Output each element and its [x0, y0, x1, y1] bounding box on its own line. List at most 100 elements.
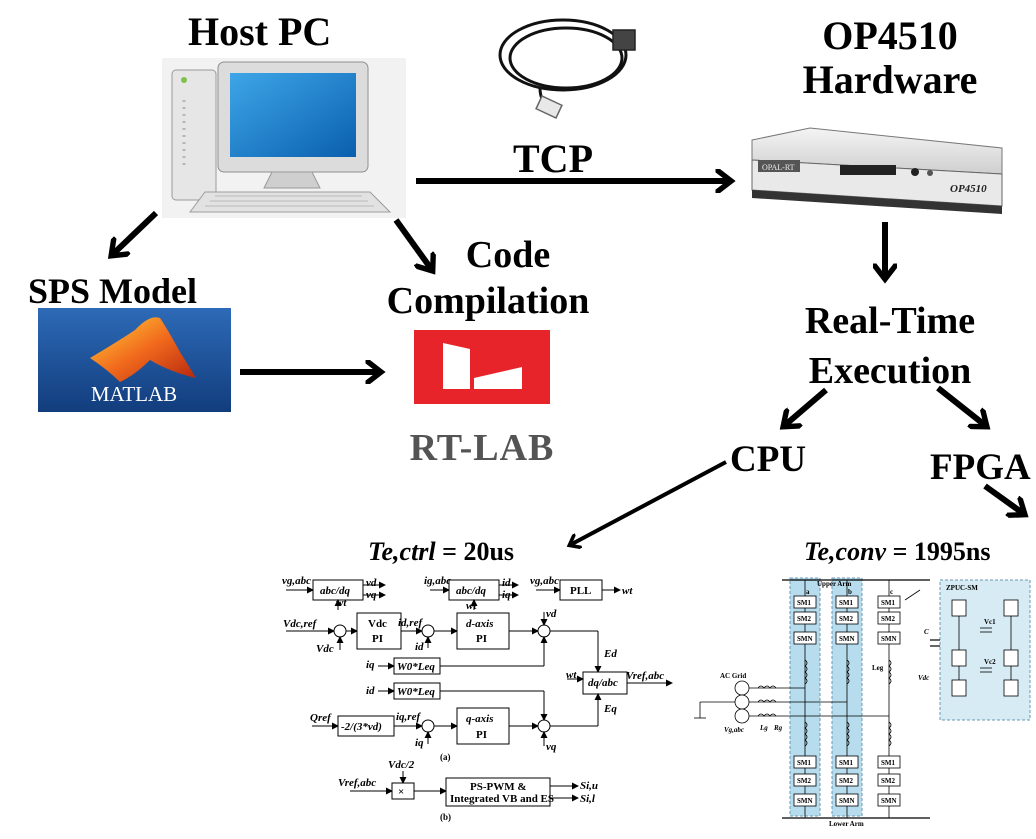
capacitor-label: C — [924, 628, 929, 636]
rt-title-line1: Real-Time — [804, 300, 976, 342]
lower-arm-label: Lower Arm — [829, 820, 864, 828]
conv-timestep-symbol: Te,conv — [804, 537, 887, 566]
vdc-label: Vdc — [918, 674, 929, 682]
host-pc-title: Host PC — [188, 9, 332, 54]
sm2-label: SM2 — [881, 615, 896, 623]
real-time-execution-title: Real-Time Execution — [780, 296, 1000, 396]
rt-lab-logo-text: RT-LAB — [410, 427, 555, 469]
ctrl-timestep-label: Te,ctrl = 20us — [368, 537, 514, 567]
id-ref-signal: id,ref — [398, 617, 423, 629]
rt-lab-logo: RT-LAB — [410, 330, 555, 469]
id-output: id — [502, 577, 511, 589]
iq-output: iq — [502, 589, 511, 601]
sm1-label: SM1 — [797, 599, 812, 607]
ed-signal: Ed — [603, 648, 617, 660]
id-coupling-input: id — [366, 685, 375, 697]
rt-title-line2: Execution — [808, 350, 972, 392]
arrow-pc-to-compilation — [393, 218, 432, 270]
matlab-logo-text: MATLAB — [91, 382, 177, 406]
phase-c-label: c — [890, 588, 893, 596]
sm1-label: SM1 — [839, 759, 854, 767]
ctrl-timestep-value: = 20us — [435, 537, 515, 566]
vdc-half-input: Vdc/2 — [388, 759, 415, 771]
si-u-output: Si,u — [580, 780, 598, 792]
host-pc-icon — [162, 58, 406, 218]
abc-dq-block-1: abc/dq — [320, 585, 350, 597]
flow-arrows — [112, 181, 1024, 514]
vdc-pi-label-2: PI — [372, 633, 383, 645]
op4510-model-text: OP4510 — [950, 183, 987, 195]
smn-label: SMN — [797, 635, 813, 643]
sps-model-title: SPS Model — [28, 271, 198, 311]
d-axis-pi-label-2: PI — [476, 633, 487, 645]
smn-label: SMN — [881, 635, 897, 643]
ethernet-cable-icon — [498, 18, 636, 119]
multiplier-block: × — [398, 786, 404, 798]
sm1-label: SM1 — [797, 759, 812, 767]
wt-input-3: wt — [566, 669, 577, 681]
arrow-execution-to-fpga — [936, 385, 986, 426]
iq-coupling-input: iq — [366, 659, 375, 671]
ig-abc-input: ig,abc — [424, 575, 451, 587]
si-l-output: Si,l — [580, 793, 596, 805]
w0leq-block-1: W0*Leq — [397, 661, 435, 673]
zpuc-sm-label: ZPUC-SM — [946, 584, 978, 592]
arrow-fpga-to-converter — [983, 483, 1024, 514]
smn-label: SMN — [797, 797, 813, 805]
control-block-diagram: vg,abc abc/dq vd vq wt ig,abc abc/dq id … — [282, 575, 673, 822]
caption-b: (b) — [440, 812, 451, 822]
arrow-cpu-to-control — [570, 460, 727, 545]
fpga-label: FPGA — [930, 447, 1031, 488]
op4510-hardware-title: OP4510 Hardware — [775, 14, 1005, 102]
abc-dq-block-2: abc/dq — [456, 585, 486, 597]
smn-label: SMN — [881, 797, 897, 805]
ps-pwm-label-2: Integrated VB and ES — [450, 793, 554, 805]
vdc-pi-label-1: Vdc — [368, 618, 387, 630]
sm1-label: SM1 — [881, 599, 896, 607]
ps-pwm-label-1: PS-PWM & — [470, 781, 527, 793]
conv-timestep-value: = 1995ns — [886, 537, 991, 566]
smn-label: SMN — [839, 797, 855, 805]
ctrl-timestep-symbol: Te,ctrl — [368, 537, 436, 566]
wt-input-1: wt — [336, 597, 347, 609]
vref-abc-output: Vref,abc — [626, 670, 664, 682]
sm2-label: SM2 — [797, 777, 812, 785]
vg-abc-input-2: vg,abc — [530, 575, 559, 587]
vc2-label: Vc2 — [984, 658, 996, 666]
arrow-execution-to-cpu — [784, 387, 828, 426]
wt-input-2: wt — [466, 600, 477, 612]
sm1-label: SM1 — [881, 759, 896, 767]
q-axis-pi-label-2: PI — [476, 729, 487, 741]
smn-label: SMN — [839, 635, 855, 643]
vq-feedforward: vq — [546, 741, 557, 753]
op4510-title-line1: OP4510 — [822, 13, 958, 58]
vdc-ref-input: Vdc,ref — [283, 618, 318, 630]
converter-circuit-diagram: Upper Arm Lower Arm a b c — [694, 577, 1031, 828]
opal-rt-brand-text: OPAL-RT — [762, 163, 795, 172]
sm2-label: SM2 — [881, 777, 896, 785]
vd-feedforward: vd — [546, 608, 557, 620]
d-axis-pi-label-1: d-axis — [466, 618, 494, 630]
conv-timestep-label: Te,conv = 1995ns — [804, 537, 990, 567]
eq-signal: Eq — [603, 703, 617, 715]
upper-arm-label: Upper Arm — [817, 580, 851, 588]
cpu-label: CPU — [730, 439, 807, 480]
vq-output: vq — [366, 589, 377, 601]
vg-abc-label: Vg,abc — [724, 726, 744, 734]
w0leq-block-2: W0*Leq — [397, 686, 435, 698]
lg-label: Lg — [759, 724, 768, 732]
tcp-label: TCP — [513, 136, 593, 181]
sm2-label: SM2 — [839, 777, 854, 785]
q-axis-pi-label-1: q-axis — [466, 713, 494, 725]
arrow-pc-to-sps — [112, 210, 159, 255]
sm2-label: SM2 — [839, 615, 854, 623]
vc1-label: Vc1 — [984, 618, 996, 626]
rg-label: Rg — [773, 724, 783, 732]
sm1-label: SM1 — [839, 599, 854, 607]
code-title-line2: Compilation — [386, 280, 590, 322]
pll-wt-output: wt — [622, 585, 633, 597]
leg-label: Leg — [872, 664, 884, 672]
code-compilation-title: Code Compilation — [368, 232, 608, 324]
iq-ref-signal: iq,ref — [396, 711, 421, 723]
